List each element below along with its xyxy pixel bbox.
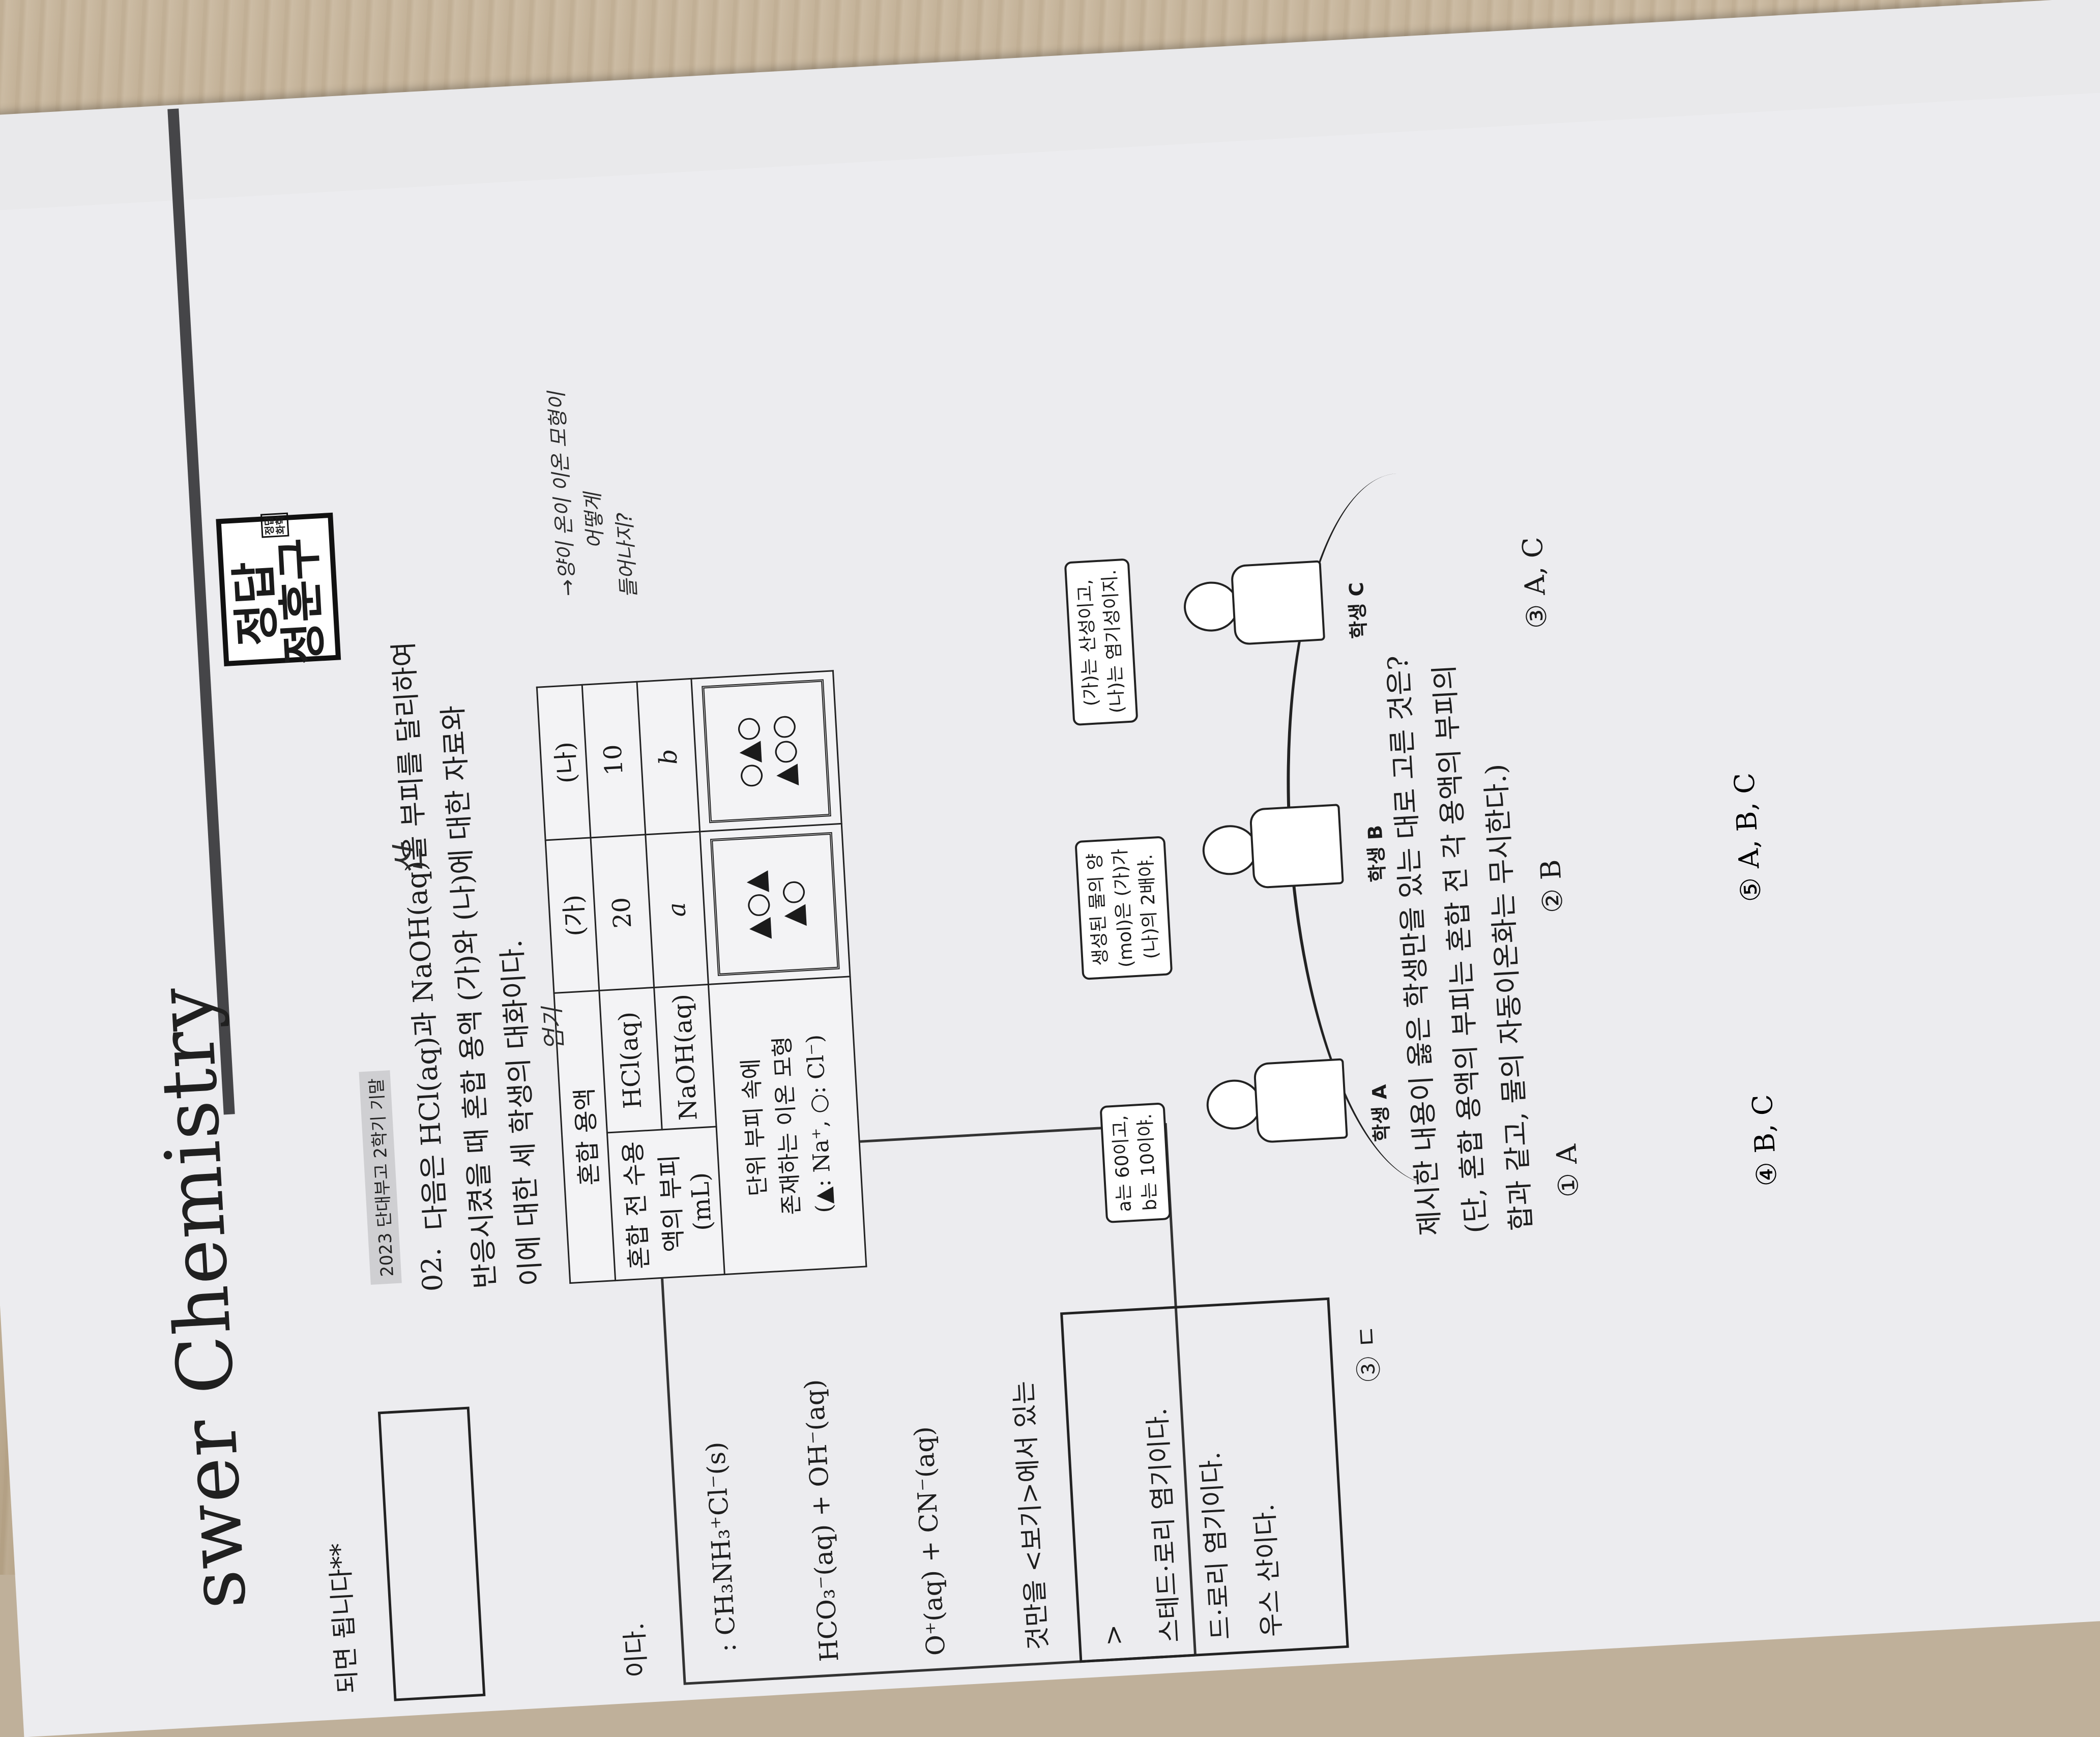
table-cell: 20: [591, 835, 654, 991]
rotated-page-content: swer Chemistry 정답 정훈구 정답 화학 되면 됩니다** 이다.…: [107, 108, 1597, 1703]
bogi-line-3: 우스 산이다.: [1249, 1503, 1287, 1638]
answer-frame: [377, 1406, 486, 1701]
handwritten-mark-base: 엄기: [538, 1007, 568, 1051]
student-body: [1253, 1058, 1348, 1144]
handwritten-note-3: 들어나지?: [612, 511, 641, 599]
ion-model-na: ○▲○ ▲○○: [702, 679, 831, 823]
logo-text: 정답 정훈구: [227, 536, 332, 666]
table-cell: NaOH(aq): [654, 984, 717, 1130]
ion-label-cell: 단위 부피 속에 존재하는 이온 모형 (▲: Na⁺, ○: Cl⁻): [708, 977, 866, 1275]
student-c-figure: [1182, 560, 1329, 658]
statement-fragment: 이다.: [619, 1622, 652, 1679]
speech-bubble-b: 생성된 물의 양 (mol)은 (가)가 (나)의 2배야.: [1074, 836, 1173, 980]
choice-3-left: ③ ㄷ: [1352, 1324, 1385, 1383]
table-header-cell: (나): [537, 685, 591, 841]
table-cell: 10: [582, 682, 646, 838]
student-c-label: 학생 C: [1345, 581, 1370, 639]
ion-model-cell: ○▲○ ▲○○: [691, 671, 842, 832]
table-cell: a: [645, 832, 709, 988]
choice-4[interactable]: ④ B, C: [1746, 1093, 1784, 1188]
question-number: 02.: [415, 1247, 449, 1292]
student-body: [1249, 804, 1344, 889]
table-cell: b: [636, 679, 700, 835]
ion-model-cell: ▲○▲ ▲○: [699, 823, 851, 985]
rotated-choices-row: ④ B, C ⑤ A, B, C: [1707, 389, 1877, 1613]
table-cell: HCl(aq): [599, 987, 662, 1133]
student-b-figure: [1201, 804, 1348, 902]
ion-model-ga: ▲○▲ ▲○: [710, 832, 840, 977]
choice-3[interactable]: ③ A, C: [1516, 536, 1554, 630]
data-table: 혼합 용액 (가) (나) 혼합 전 수용액의 부피(mL) HCl(aq) 2…: [536, 670, 867, 1284]
row-group-label: 혼합 전 수용액의 부피(mL): [607, 1126, 725, 1281]
publisher-logo: 정답 정훈구 정답 화학: [216, 512, 341, 667]
speech-bubble-a: a는 60이고, b는 10이야.: [1099, 1102, 1172, 1224]
choice-5[interactable]: ⑤ A, B, C: [1728, 772, 1768, 903]
workbook-page: swer Chemistry 정답 정훈구 정답 화학 되면 됩니다** 이다.…: [0, 89, 2100, 1737]
speech-bubble-c: (가)는 산성이고, (나)는 염기성이지.: [1064, 558, 1139, 726]
notice-text: 되면 됩니다**: [325, 1542, 363, 1695]
table-header-cell: (가): [545, 838, 599, 993]
student-a-label: 학생 A: [1368, 1083, 1394, 1142]
exam-source-tag: 2023 단대부고 2학기 기말: [359, 1070, 402, 1285]
logo-subtext: 정답 화학: [260, 513, 289, 538]
page-header-title: swer Chemistry: [140, 984, 264, 1612]
handwritten-mark-acid: 산: [389, 844, 429, 876]
choice-1[interactable]: ① A: [1550, 1143, 1585, 1198]
choice-2[interactable]: ② B: [1534, 859, 1569, 914]
bogi-title: >: [1098, 1623, 1129, 1647]
handwritten-note-2: 어떻게: [581, 492, 608, 550]
handwritten-note-1: →양이 온이 이온 모형이: [545, 391, 580, 597]
student-body: [1230, 560, 1326, 646]
student-a-figure: [1205, 1058, 1352, 1156]
